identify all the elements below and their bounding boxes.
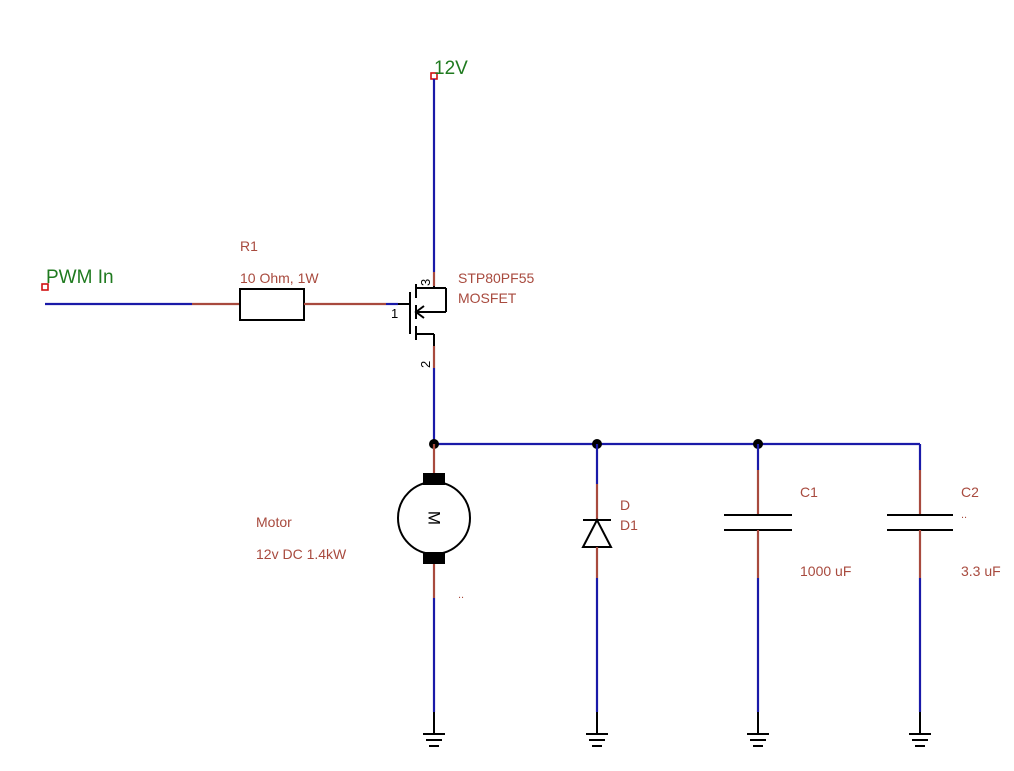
r1-ref-label: R1 bbox=[240, 238, 258, 254]
motor-value-label: 12v DC 1.4kW bbox=[256, 546, 347, 562]
c2-extra-label: .. bbox=[961, 509, 967, 521]
q1-arrow bbox=[414, 305, 425, 319]
d1-value-label: D1 bbox=[620, 517, 638, 533]
ground-symbol bbox=[909, 712, 931, 747]
diode-d1: D D1 bbox=[581, 444, 638, 712]
pwm-port bbox=[41, 283, 49, 291]
c1-ref-label: C1 bbox=[800, 484, 818, 500]
ground-symbol bbox=[747, 712, 769, 747]
supply-12v: 12V bbox=[430, 58, 468, 272]
d1-anode-triangle bbox=[581, 517, 613, 548]
d1-ref-label: D bbox=[620, 497, 630, 513]
mosfet-q1: 1 3 2 STP80PF55 MOSFET bbox=[391, 270, 534, 368]
supply-net-label: 12V bbox=[434, 58, 468, 79]
q1-gate-pin: 1 bbox=[391, 306, 398, 321]
q1-source-pin: 2 bbox=[418, 361, 433, 368]
ground-symbol bbox=[586, 712, 608, 747]
capacitor-c1: C1 1000 uF bbox=[724, 444, 851, 712]
ground-symbol bbox=[423, 712, 445, 747]
pwm-net-label: PWM In bbox=[46, 267, 114, 288]
q1-drain-pin: 3 bbox=[418, 279, 433, 286]
c2-ref-label: C2 bbox=[961, 484, 979, 500]
motor-m1: M Motor 12v DC 1.4kW .. bbox=[256, 444, 471, 601]
c2-value-label: 3.3 uF bbox=[961, 563, 1001, 579]
r1-value-label: 10 Ohm, 1W bbox=[240, 270, 319, 286]
q1-part-label: STP80PF55 bbox=[458, 270, 534, 286]
c1-value-label: 1000 uF bbox=[800, 563, 851, 579]
motor-extra-label: .. bbox=[458, 589, 464, 601]
q1-type-label: MOSFET bbox=[458, 290, 517, 306]
r1-body bbox=[239, 288, 305, 321]
motor-brush-bottom bbox=[423, 552, 445, 564]
motor-ref-label: Motor bbox=[256, 514, 292, 530]
motor-symbol: M bbox=[425, 511, 444, 525]
pwm-input: PWM In bbox=[41, 267, 192, 306]
capacitor-c2: C2 .. 3.3 uF bbox=[887, 444, 1001, 712]
resistor-r1: R1 10 Ohm, 1W bbox=[192, 238, 386, 321]
